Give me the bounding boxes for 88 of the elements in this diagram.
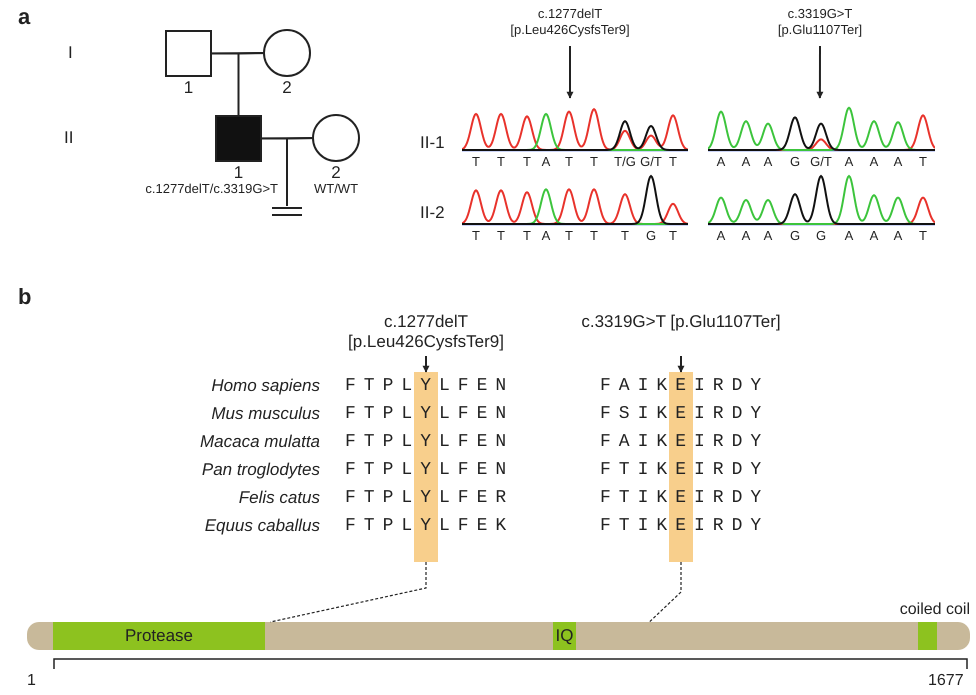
protein-sequence: FTPLYLFEN	[345, 376, 514, 397]
generation-label: II	[64, 128, 74, 148]
mutation-label: c.3319G>T [p.Glu1107Ter]	[571, 312, 791, 356]
base-call: A	[870, 155, 878, 170]
pedigree-line	[286, 137, 312, 206]
generation-label: I	[68, 43, 73, 63]
protein-sequence: FTPLYLFER	[345, 488, 514, 509]
base-call: T	[472, 155, 480, 170]
protein-sequence: FTPLYLFEK	[345, 516, 514, 537]
protein-sequence: FTPLYLFEN	[345, 432, 514, 453]
species-name: Equus caballus	[204, 516, 320, 536]
base-call: T	[472, 229, 480, 244]
base-call: A	[742, 229, 750, 244]
protein-sequence: FTPLYLFEN	[345, 404, 514, 425]
protein-domain	[53, 622, 265, 650]
base-call: A	[894, 229, 902, 244]
base-call: A	[894, 155, 902, 170]
protein-sequence: FTIKEIRDY	[600, 516, 770, 537]
chromatogram-trace	[708, 172, 935, 226]
base-call: T	[523, 155, 531, 170]
base-call: A	[844, 155, 854, 170]
pedigree-line	[238, 52, 264, 115]
protein-sequence: FAIKEIRDY	[600, 432, 770, 453]
base-call: A	[764, 155, 772, 170]
domain-name: IQ	[554, 627, 574, 646]
no-offspring-symbol	[272, 206, 302, 218]
base-call: G/T	[810, 155, 832, 170]
mutation-label: c.1277delT [p.Leu426CysfsTer9]	[460, 6, 680, 46]
base-call: A	[764, 229, 772, 244]
arrow	[422, 356, 430, 373]
base-call: T	[919, 229, 927, 244]
protein-sequence: FTIKEIRDY	[600, 488, 770, 509]
base-call: G	[646, 229, 656, 244]
protein-sequence: FTIKEIRDY	[600, 460, 770, 481]
base-call: T	[523, 229, 531, 244]
protein-domain	[553, 622, 576, 650]
base-call: T	[565, 229, 573, 244]
individual-number: 1	[232, 164, 244, 183]
chromatogram-trace	[462, 172, 688, 226]
base-call: T	[497, 155, 505, 170]
individual-number: 2	[281, 79, 293, 98]
base-call: G/T	[640, 155, 662, 170]
base-call: T	[590, 155, 598, 170]
base-call: T	[565, 155, 573, 170]
scale-start: 1	[27, 672, 36, 690]
base-call: G	[790, 229, 800, 244]
individual-label: II-2	[420, 203, 445, 223]
base-call: A	[870, 229, 878, 244]
individual-number: 2	[330, 164, 342, 183]
mutation-label: c.3319G>T [p.Glu1107Ter]	[720, 6, 920, 46]
species-name: Pan troglodytes	[202, 460, 320, 480]
base-call: T	[590, 229, 598, 244]
base-call: A	[542, 155, 550, 170]
leader-line	[648, 562, 682, 622]
arrow	[566, 46, 574, 99]
arrow	[678, 356, 684, 373]
individual-label: II-1	[420, 133, 445, 153]
base-call: G	[790, 155, 800, 170]
base-call: A	[716, 155, 726, 170]
species-name: Homo sapiens	[211, 376, 320, 396]
base-call: T	[669, 229, 677, 244]
genotype-label: WT/WT	[314, 182, 358, 196]
domain-name: Protease	[124, 627, 194, 646]
base-call: T	[919, 155, 927, 170]
protein-sequence: FTPLYLFEN	[345, 460, 514, 481]
protein-sequence: FSIKEIRDY	[600, 404, 770, 425]
individual-number: 1	[182, 79, 194, 98]
base-call: G	[816, 229, 826, 244]
scale-end: 1677	[928, 672, 964, 690]
base-call: A	[542, 229, 550, 244]
domain-name: coiled coil	[900, 601, 970, 619]
panel-letter: a	[18, 4, 30, 30]
base-call: A	[742, 155, 750, 170]
base-call: T	[669, 155, 677, 170]
protein-sequence: FAIKEIRDY	[600, 376, 770, 397]
base-call: T	[497, 229, 505, 244]
mutation-label: c.1277delT [p.Leu426CysfsTer9]	[316, 312, 536, 356]
base-call: T/G	[614, 155, 636, 170]
base-call: T	[621, 229, 629, 244]
species-name: Mus musculus	[211, 404, 320, 424]
base-call: A	[716, 229, 726, 244]
species-name: Felis catus	[238, 488, 320, 508]
arrow	[816, 46, 824, 99]
leader-line	[270, 562, 427, 623]
base-call: A	[844, 229, 854, 244]
panel-letter: b	[18, 284, 32, 310]
genotype-label: c.1277delT/c.3319G>T	[145, 182, 278, 196]
species-name: Macaca mulatta	[200, 432, 320, 452]
